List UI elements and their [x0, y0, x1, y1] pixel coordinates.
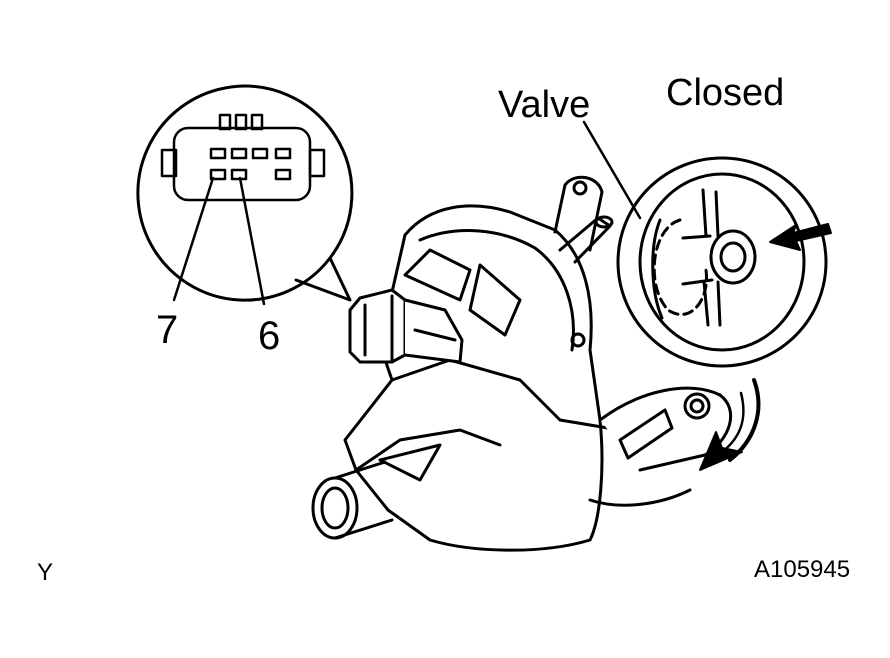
valve-label: Valve [498, 84, 591, 126]
pin-7-label: 7 [156, 308, 179, 352]
connector-face [160, 113, 326, 202]
figure-code: A105945 [754, 556, 851, 583]
valve-leader [582, 120, 642, 220]
rotation-arrow-icon [699, 378, 761, 471]
connector-callout [136, 84, 354, 306]
valve-detail-view [616, 156, 828, 368]
actuator-body [311, 175, 733, 552]
pin-7-terminal [209, 168, 227, 181]
pin-6-label: 6 [258, 314, 281, 358]
pin-6-leader [238, 176, 266, 306]
arrow-icon [769, 223, 832, 251]
closed-label: Closed [666, 72, 785, 114]
pin-7-leader [172, 176, 215, 302]
body-connector [348, 288, 464, 364]
view-letter: Y [37, 559, 54, 586]
